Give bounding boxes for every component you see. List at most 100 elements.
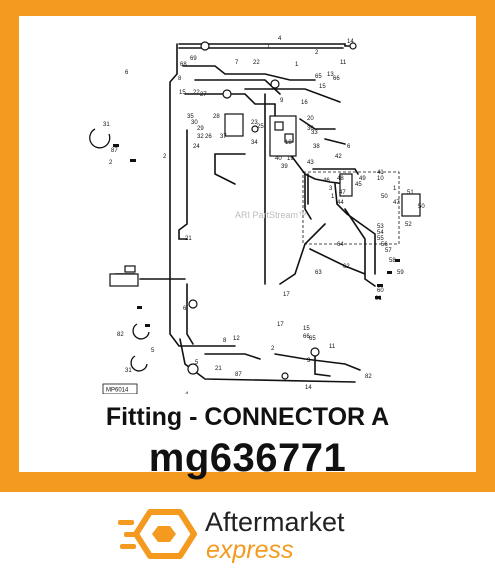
callout-label: 52	[405, 222, 412, 228]
callout-label: 31	[125, 368, 132, 374]
callout-label: 36	[307, 126, 314, 132]
callout-label: 48	[337, 176, 344, 182]
callout-label: 6	[183, 306, 187, 312]
callout-label: 3	[307, 358, 311, 364]
callout-label: 15	[179, 90, 186, 96]
callout-label: 27	[200, 92, 207, 98]
callout-label: 5	[151, 348, 155, 354]
delivery-hexagon-icon	[118, 509, 197, 559]
callout-label: 82	[365, 374, 372, 380]
callout-label: 26	[205, 134, 212, 140]
callout-label: 14	[305, 385, 312, 391]
callout-label: 8	[223, 338, 227, 344]
callout-label: 2	[315, 50, 319, 56]
callout-label: 46	[323, 178, 330, 184]
callout-label: 44	[337, 200, 344, 206]
callout-label: 30	[191, 120, 198, 126]
callout-label: 19	[287, 156, 294, 162]
callout-label: 63	[315, 270, 322, 276]
callout-label: 68	[180, 62, 187, 68]
callout-label: 58	[389, 258, 396, 264]
callout-label: 6	[125, 70, 129, 76]
callout-label: 61	[375, 296, 382, 302]
callout-label: 34	[251, 140, 258, 146]
callout-label: 65	[315, 74, 322, 80]
callout-label: 1	[393, 186, 397, 192]
figure-code: MP6014	[106, 388, 129, 394]
callout-label: 29	[197, 126, 204, 132]
callout-label: 69	[190, 56, 197, 62]
callout-label: 12	[233, 336, 240, 342]
watermark-text: ARI PartStream™	[235, 210, 307, 220]
callout-label: 1	[267, 44, 271, 50]
callout-label: 42	[335, 154, 342, 160]
callout-label: 2	[163, 154, 167, 160]
parts-diagram: ARI PartStream™ MP6014 41146696872212651…	[89, 36, 425, 394]
callout-label: 4	[278, 36, 282, 42]
callout-label: 28	[213, 114, 220, 120]
brand-tagline: express	[206, 536, 294, 564]
callout-label: 82	[117, 332, 124, 338]
callout-label: 43	[307, 160, 314, 166]
callout-label: 64	[337, 242, 344, 248]
callout-label: 55	[377, 236, 384, 242]
callout-label: 13	[327, 72, 334, 78]
callout-label: 10	[377, 176, 384, 182]
callout-label: 57	[385, 248, 392, 254]
callout-label: 2	[109, 160, 113, 166]
callout-label: 31	[103, 122, 110, 128]
callout-label: 39	[281, 164, 288, 170]
part-number: mg636771	[148, 436, 347, 480]
callout-label: 33	[311, 130, 318, 136]
callout-label: 1	[295, 62, 299, 68]
callout-label: 87	[111, 148, 118, 154]
callout-label: 18	[285, 140, 292, 146]
callout-label: 7	[235, 60, 239, 66]
callout-label: 14	[347, 39, 354, 45]
callout-label: 15	[319, 84, 326, 90]
callout-label: 17	[277, 322, 284, 328]
callout-label: 17	[283, 292, 290, 298]
callout-label: 3	[329, 186, 333, 192]
callout-label: 54	[377, 230, 384, 236]
callout-label: 16	[301, 100, 308, 106]
callout-label: 21	[185, 236, 192, 242]
callout-label: 25	[257, 124, 264, 130]
callout-label: 20	[307, 116, 314, 122]
callout-label: 8	[178, 76, 182, 82]
callout-label: 66	[303, 334, 310, 340]
callout-label: 60	[377, 288, 384, 294]
callout-label: 47	[339, 190, 346, 196]
callout-label: 66	[333, 76, 340, 82]
callout-label: 22	[253, 60, 260, 66]
callout-label: 65	[309, 336, 316, 342]
callout-label: 53	[377, 224, 384, 230]
callout-label: 15	[303, 326, 310, 332]
callout-label: 37	[220, 134, 227, 140]
product-title: Fitting - CONNECTOR A	[105, 403, 390, 431]
callout-label: 6	[347, 144, 351, 150]
callout-label: 11	[340, 60, 347, 66]
callout-label: 35	[187, 114, 194, 120]
callout-label: 21	[215, 366, 222, 372]
callout-label: 9	[280, 98, 284, 104]
callout-label: 45	[355, 182, 362, 188]
callout-label: 50	[381, 194, 388, 200]
callout-label: 56	[381, 242, 388, 248]
callout-label: 2	[271, 346, 275, 352]
brand-name: Aftermarket	[205, 507, 345, 537]
callout-label: 87	[235, 372, 242, 378]
callout-label: 38	[313, 144, 320, 150]
callout-label: 1	[331, 194, 335, 200]
callout-label: 50	[418, 204, 425, 210]
callout-label: 11	[329, 344, 336, 350]
callout-label: 40	[275, 156, 282, 162]
callout-label: 51	[407, 190, 414, 196]
callout-label: 24	[193, 144, 200, 150]
callout-label: 22	[193, 90, 200, 96]
callout-label: 62	[343, 264, 350, 270]
callout-label: 32	[197, 134, 204, 140]
